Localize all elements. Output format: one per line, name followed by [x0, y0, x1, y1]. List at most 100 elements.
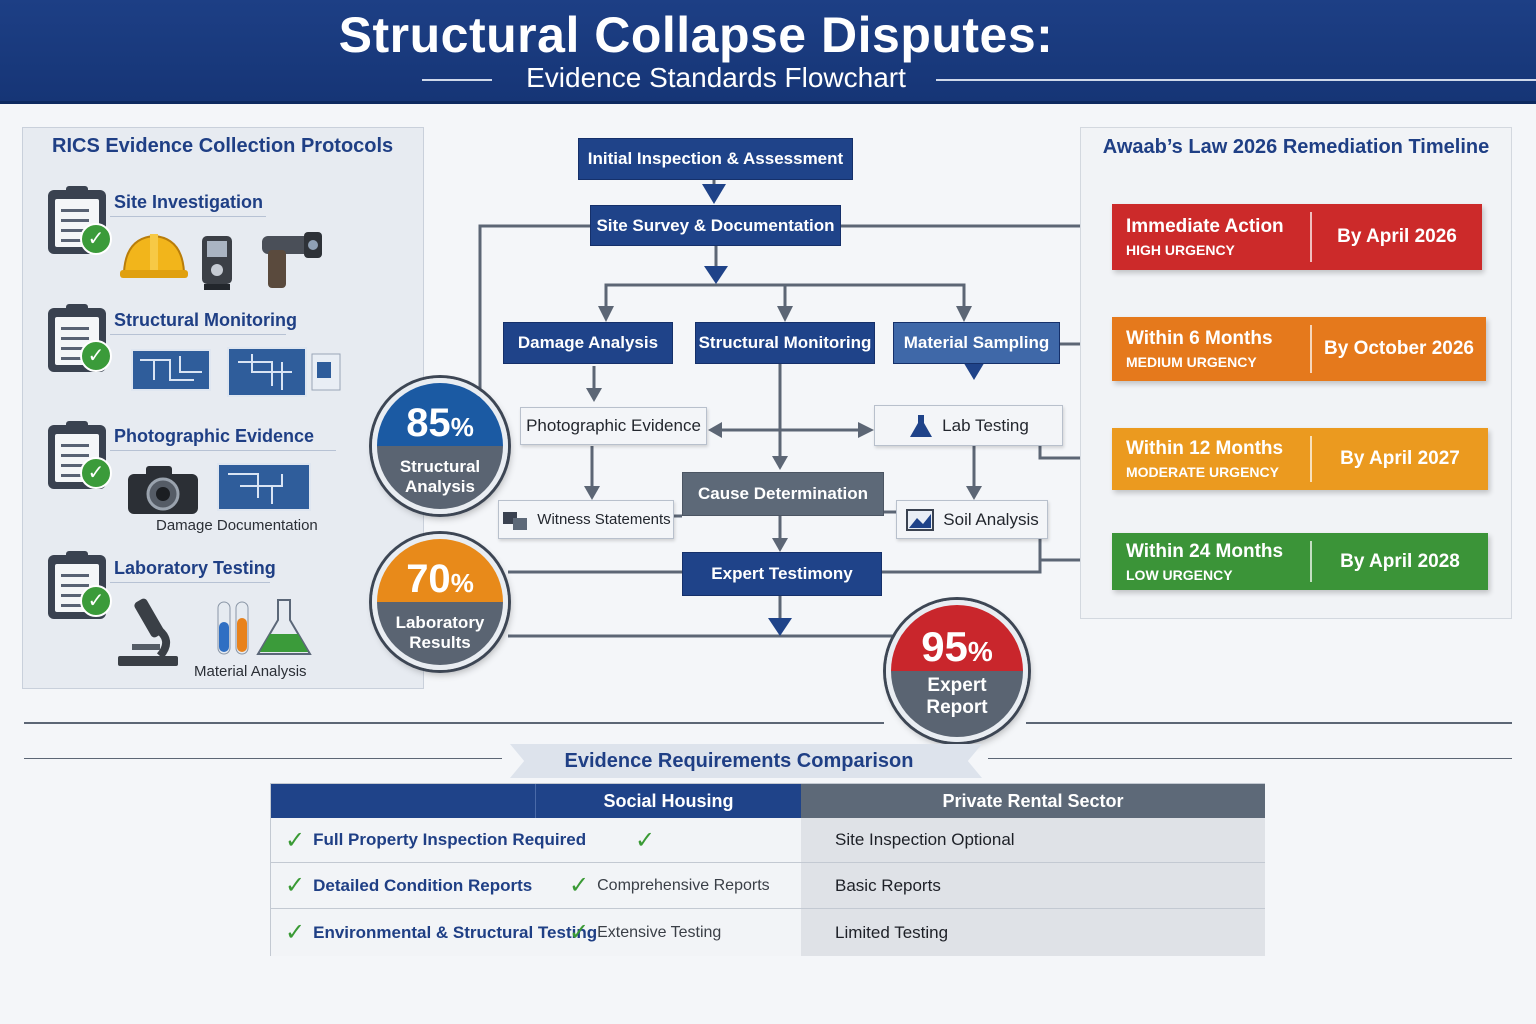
comparison-title-banner: [510, 744, 982, 778]
table-row: ✓ Environmental & Structural Testing: [285, 909, 597, 956]
divider: [110, 450, 336, 451]
test-tubes-icon: [217, 599, 312, 655]
flow-cause-determination: Cause Determination: [682, 472, 884, 516]
check-icon: ✓: [285, 919, 306, 946]
check-icon: ✓: [285, 872, 306, 899]
section-divider: [24, 758, 502, 759]
flow-photographic-evidence-label: Photographic Evidence: [526, 416, 701, 435]
stat-label: Analysis: [405, 477, 475, 496]
timeline-deadline: By April 2028: [1340, 550, 1460, 572]
flow-soil-analysis-label: Soil Analysis: [943, 509, 1039, 529]
laser-meter-icon: [262, 232, 322, 288]
stat-upper: [891, 605, 1023, 671]
caption-damage-documentation: Damage Documentation: [156, 517, 318, 534]
social-value: ✓ Extensive Testing: [569, 909, 721, 956]
requirement-label: Detailed Condition Reports: [313, 875, 533, 895]
timeline-deadline: By April 2026: [1337, 226, 1457, 247]
flow-witness-statements-label: Witness Statements: [537, 511, 671, 528]
timeline-urgency: MODERATE URGENCY: [1126, 464, 1279, 480]
stat-label: Laboratory: [395, 613, 485, 632]
private-column-bg: [801, 818, 1265, 956]
stat-lower: [377, 446, 503, 509]
social-value: ✓: [635, 818, 663, 862]
stat-label: Results: [409, 633, 471, 652]
stat-percent: 85%: [406, 401, 474, 445]
social-column-bg: [271, 818, 801, 956]
timeline-window-block: Within 24 Months LOW URGENCY: [1112, 533, 1310, 590]
divider: [1310, 541, 1312, 582]
timeline-urgency: LOW URGENCY: [1126, 566, 1233, 583]
timeline-deadline: By April 2027: [1340, 448, 1460, 469]
stat-structural-analysis: 85% Structural Analysis: [372, 378, 508, 514]
subtitle-rule-left: [422, 79, 492, 81]
flow-material-sampling: Material Sampling: [893, 322, 1060, 364]
private-value: Limited Testing: [835, 922, 949, 942]
flow-damage-analysis: Damage Analysis: [503, 322, 673, 364]
page-subtitle: Evidence Standards Flowchart: [526, 62, 906, 93]
flow-structural-monitoring: Structural Monitoring: [695, 322, 875, 364]
rics-protocols-title: RICS Evidence Collection Protocols: [52, 135, 394, 157]
protocol-label-structural-monitoring: Structural Monitoring: [114, 310, 297, 330]
protocol-label-site-investigation: Site Investigation: [114, 192, 264, 212]
timeline-urgency: MEDIUM URGENCY: [1126, 354, 1257, 370]
lab-flask-icon: [910, 414, 933, 437]
scanner-icon: [202, 236, 232, 290]
requirement-label: Environmental & Structural Testing: [313, 922, 598, 942]
table-row: ✓ Detailed Condition Reports: [285, 863, 532, 908]
blueprint-icon: [227, 347, 341, 397]
timeline-window-block: Within 6 Months MEDIUM URGENCY: [1112, 317, 1310, 381]
check-icon: ✓: [635, 826, 656, 854]
blueprint-icon: [131, 349, 211, 391]
check-icon: ✓: [80, 457, 112, 489]
flow-witness-statements: Witness Statements: [498, 500, 674, 539]
comparison-table: Social Housing Private Rental Sector ✓ F…: [270, 783, 1265, 956]
timeline-card-immediate: Immediate Action HIGH URGENCY By April 2…: [1112, 204, 1482, 270]
check-icon: ✓: [569, 872, 590, 899]
flow-soil-analysis: Soil Analysis: [896, 500, 1048, 539]
section-divider: [24, 722, 884, 724]
header-banner: [0, 0, 1536, 104]
protocol-label-photographic-evidence: Photographic Evidence: [114, 426, 315, 446]
stat-percent: 70%: [406, 557, 474, 601]
timeline-window: Within 6 Months: [1126, 328, 1273, 349]
timeline-card-24-months: Within 24 Months LOW URGENCY By April 20…: [1112, 533, 1488, 590]
table-header-private-rental: Private Rental Sector: [801, 784, 1265, 818]
divider: [110, 582, 270, 583]
subtitle-rule-right: [936, 79, 1536, 81]
check-icon: ✓: [285, 826, 306, 854]
social-value-label: Extensive Testing: [597, 923, 722, 941]
flow-expert-testimony: Expert Testimony: [682, 552, 882, 596]
timeline-urgency: HIGH URGENCY: [1126, 242, 1235, 258]
microscope-icon: [118, 598, 178, 666]
witness-icon: [503, 511, 528, 530]
comparison-title: Evidence Requirements Comparison: [564, 750, 914, 772]
flow-initial-inspection: Initial Inspection & Assessment: [578, 138, 853, 180]
stat-expert-report: 95% Expert Report: [886, 600, 1028, 742]
stat-percent: 95%: [921, 623, 993, 670]
hard-hat-icon: [120, 234, 188, 278]
timeline-card-12-months: Within 12 Months MODERATE URGENCY By Apr…: [1112, 428, 1488, 490]
timeline-window: Immediate Action: [1126, 216, 1284, 237]
requirement-label: Full Property Inspection Required: [313, 830, 587, 849]
page-title: Structural Collapse Disputes:: [338, 7, 1054, 63]
timeline-title: Awaab’s Law 2026 Remediation Timeline: [1102, 136, 1490, 158]
divider: [110, 334, 286, 335]
protocol-label-laboratory-testing: Laboratory Testing: [114, 558, 276, 578]
check-icon: ✓: [80, 340, 112, 372]
stat-label: Expert: [927, 675, 987, 696]
divider: [1310, 212, 1312, 262]
blueprint-icon: [217, 463, 311, 511]
table-row: ✓ Full Property Inspection Required: [285, 818, 586, 862]
stat-lower: [891, 671, 1023, 737]
timeline-window-block: Immediate Action HIGH URGENCY: [1112, 204, 1310, 270]
flow-site-survey: Site Survey & Documentation: [590, 205, 841, 246]
row-divider: [271, 908, 1265, 909]
section-divider: [1026, 722, 1512, 724]
flow-photographic-evidence: Photographic Evidence: [520, 407, 707, 445]
stat-label: Report: [926, 697, 988, 718]
divider: [110, 216, 266, 217]
stat-upper: [377, 539, 503, 602]
check-icon: ✓: [569, 919, 590, 946]
social-value: ✓ Comprehensive Reports: [569, 863, 770, 908]
check-icon: ✓: [80, 223, 112, 255]
